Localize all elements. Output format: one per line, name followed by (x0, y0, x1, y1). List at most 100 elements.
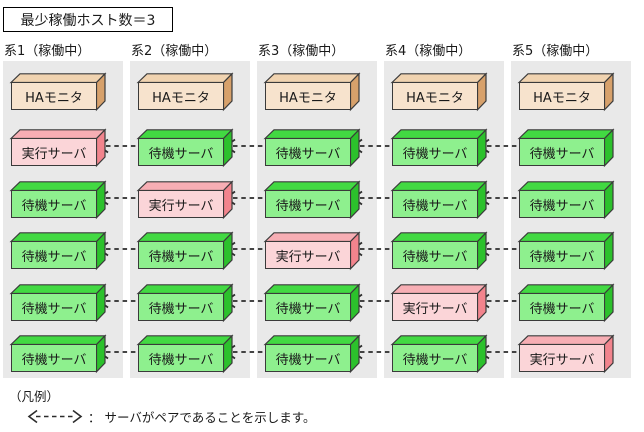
standby-server-box: 待機サーバ (390, 128, 488, 168)
legend: （凡例） ： サーバがペアであることを示します。 (8, 386, 638, 426)
box-label: 待機サーバ (265, 190, 351, 218)
standby-server-box: 待機サーバ (263, 334, 361, 374)
box-3d-shading (263, 231, 361, 271)
box-label: 待機サーバ (519, 190, 605, 218)
box-label: 待機サーバ (519, 138, 605, 166)
cluster-column-5: 系5（稼働中）HAモニタ待機サーバ待機サーバ待機サーバ待機サーバ実行サーバ (511, 42, 635, 378)
standby-server-box: 待機サーバ (517, 231, 615, 271)
box-3d-shading (9, 283, 107, 323)
box-label: HAモニタ (11, 82, 97, 110)
cluster-column-3: 系3（稼働中）HAモニタ待機サーバ待機サーバ実行サーバ待機サーバ待機サーバ (257, 42, 381, 378)
active-server-box: 実行サーバ (390, 283, 488, 323)
box-label: 待機サーバ (519, 293, 605, 321)
box-label: HAモニタ (519, 82, 605, 110)
standby-server-box: 待機サーバ (136, 283, 234, 323)
box-label: 待機サーバ (265, 344, 351, 372)
box-label: 待機サーバ (11, 344, 97, 372)
standby-server-box: 待機サーバ (9, 180, 107, 220)
legend-row: ： サーバがペアであることを示します。 (8, 407, 638, 426)
box-label: 実行サーバ (265, 241, 351, 269)
box-label: 待機サーバ (138, 293, 224, 321)
column-panel-4: HAモニタ待機サーバ待機サーバ待機サーバ実行サーバ待機サーバ (384, 61, 504, 378)
standby-server-box: 待機サーバ (136, 231, 234, 271)
standby-server-box: 待機サーバ (263, 180, 361, 220)
box-3d-shading (9, 231, 107, 271)
box-label: HAモニタ (392, 82, 478, 110)
active-server-box: 実行サーバ (517, 334, 615, 374)
ha-monitor-box: HAモニタ (390, 72, 488, 112)
cluster-column-2: 系2（稼働中）HAモニタ待機サーバ実行サーバ待機サーバ待機サーバ待機サーバ (130, 42, 254, 378)
legend-description: ： サーバがペアであることを示します。 (88, 410, 316, 425)
box-3d-shading (517, 180, 615, 220)
column-panel-2: HAモニタ待機サーバ実行サーバ待機サーバ待機サーバ待機サーバ (130, 61, 250, 378)
standby-server-box: 待機サーバ (9, 334, 107, 374)
active-server-box: 実行サーバ (9, 128, 107, 168)
box-3d-shading (9, 128, 107, 168)
standby-server-box: 待機サーバ (263, 128, 361, 168)
standby-server-box: 待機サーバ (263, 283, 361, 323)
box-3d-shading (517, 231, 615, 271)
box-3d-shading (263, 72, 361, 112)
box-3d-shading (390, 334, 488, 374)
pair-arrow-icon (27, 409, 83, 424)
standby-server-box: 待機サーバ (517, 128, 615, 168)
ha-monitor-box: HAモニタ (263, 72, 361, 112)
box-label: 待機サーバ (519, 241, 605, 269)
box-3d-shading (390, 128, 488, 168)
box-label: 待機サーバ (392, 344, 478, 372)
box-label: 実行サーバ (11, 138, 97, 166)
cluster-column-1: 系1（稼働中）HAモニタ実行サーバ待機サーバ待機サーバ待機サーバ待機サーバ (3, 42, 127, 378)
cluster-column-4: 系4（稼働中）HAモニタ待機サーバ待機サーバ待機サーバ実行サーバ待機サーバ (384, 42, 508, 378)
standby-server-box: 待機サーバ (136, 334, 234, 374)
box-label: 待機サーバ (392, 138, 478, 166)
column-header-5: 系5（稼働中） (512, 44, 599, 59)
min-active-hosts-box: 最少稼働ホスト数＝3 (3, 7, 173, 32)
standby-server-box: 待機サーバ (390, 334, 488, 374)
box-label: 待機サーバ (11, 241, 97, 269)
box-3d-shading (517, 72, 615, 112)
box-label: HAモニタ (265, 82, 351, 110)
box-label: 待機サーバ (392, 241, 478, 269)
box-label: 待機サーバ (392, 190, 478, 218)
column-header-2: 系2（稼働中） (131, 44, 218, 59)
box-label: 待機サーバ (138, 138, 224, 166)
box-3d-shading (136, 128, 234, 168)
box-label: HAモニタ (138, 82, 224, 110)
box-label: 待機サーバ (11, 293, 97, 321)
active-server-box: 実行サーバ (263, 231, 361, 271)
ha-monitor-box: HAモニタ (517, 72, 615, 112)
ha-cluster-diagram: 系1（稼働中）HAモニタ実行サーバ待機サーバ待機サーバ待機サーバ待機サーバ系2（… (0, 42, 644, 382)
column-header-3: 系3（稼働中） (258, 44, 345, 59)
standby-server-box: 待機サーバ (517, 283, 615, 323)
column-header-1: 系1（稼働中） (4, 44, 91, 59)
standby-server-box: 待機サーバ (390, 180, 488, 220)
legend-title: （凡例） (9, 389, 60, 404)
box-label: 実行サーバ (138, 190, 224, 218)
standby-server-box: 待機サーバ (517, 180, 615, 220)
box-label: 待機サーバ (11, 190, 97, 218)
ha-monitor-box: HAモニタ (9, 72, 107, 112)
column-panel-3: HAモニタ待機サーバ待機サーバ実行サーバ待機サーバ待機サーバ (257, 61, 377, 378)
standby-server-box: 待機サーバ (136, 128, 234, 168)
min-active-hosts-label: 最少稼働ホスト数＝3 (20, 12, 156, 29)
box-3d-shading (263, 334, 361, 374)
box-3d-shading (390, 72, 488, 112)
box-3d-shading (9, 180, 107, 220)
box-label: 待機サーバ (265, 293, 351, 321)
box-label: 待機サーバ (265, 138, 351, 166)
column-panel-5: HAモニタ待機サーバ待機サーバ待機サーバ待機サーバ実行サーバ (511, 61, 631, 378)
standby-server-box: 待機サーバ (9, 231, 107, 271)
standby-server-box: 待機サーバ (9, 283, 107, 323)
box-label: 実行サーバ (392, 293, 478, 321)
ha-monitor-box: HAモニタ (136, 72, 234, 112)
box-3d-shading (136, 72, 234, 112)
box-3d-shading (9, 334, 107, 374)
box-label: 待機サーバ (138, 344, 224, 372)
standby-server-box: 待機サーバ (390, 231, 488, 271)
column-panel-1: HAモニタ実行サーバ待機サーバ待機サーバ待機サーバ待機サーバ (3, 61, 123, 378)
active-server-box: 実行サーバ (136, 180, 234, 220)
box-label: 実行サーバ (519, 344, 605, 372)
column-header-4: 系4（稼働中） (385, 44, 472, 59)
box-3d-shading (136, 283, 234, 323)
box-label: 待機サーバ (138, 241, 224, 269)
